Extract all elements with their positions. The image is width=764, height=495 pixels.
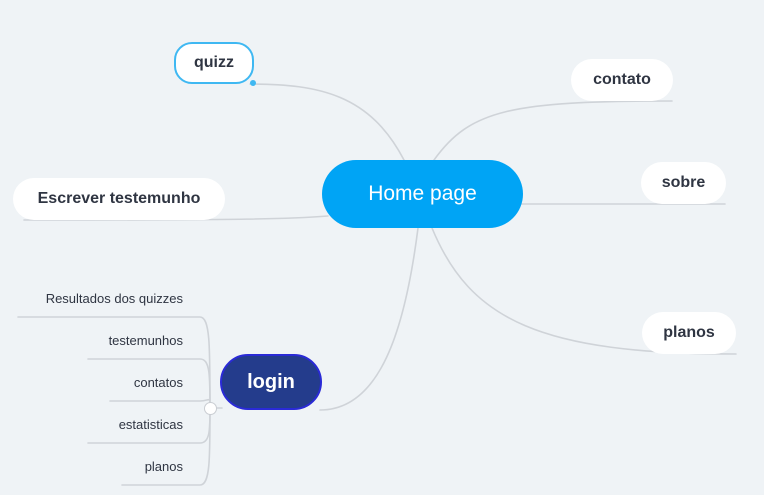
leaf-node-testemunhos[interactable]: testemunhos bbox=[108, 333, 183, 348]
branch-node-label: login bbox=[247, 370, 295, 393]
root-node-home-page[interactable]: Home page bbox=[322, 160, 523, 228]
branch-node-label: sobre bbox=[661, 174, 706, 191]
root-node-label: Home page bbox=[368, 182, 477, 205]
branch-node-label: contato bbox=[593, 71, 651, 88]
branch-node-login[interactable]: login bbox=[220, 354, 322, 410]
connector-quizz bbox=[249, 83, 405, 161]
leaf-node-planos[interactable]: planos bbox=[144, 459, 183, 474]
connector-leaf-0 bbox=[17, 316, 211, 409]
resize-handle[interactable] bbox=[250, 80, 256, 86]
branch-node-quizz[interactable]: quizz bbox=[174, 42, 256, 86]
leaf-node-estatisticas[interactable]: estatisticas bbox=[118, 417, 183, 432]
branch-node-label: quizz bbox=[194, 54, 234, 71]
collapse-toggle-button[interactable] bbox=[204, 402, 217, 415]
branch-node-planos[interactable]: planos bbox=[642, 312, 736, 354]
leaf-node-contatos[interactable]: contatos bbox=[133, 375, 183, 390]
connector-leaf-2 bbox=[109, 398, 211, 409]
connector-leaf-1 bbox=[87, 358, 211, 409]
branch-node-label: planos bbox=[663, 324, 715, 341]
branch-node-sobre[interactable]: sobre bbox=[641, 162, 726, 204]
connector-login bbox=[319, 227, 419, 411]
branch-node-escrever-testemunho[interactable]: Escrever testemunho bbox=[13, 178, 225, 220]
connector-contato bbox=[433, 100, 673, 161]
branch-node-label: Escrever testemunho bbox=[37, 190, 201, 207]
branch-node-contato[interactable]: contato bbox=[571, 59, 673, 101]
leaf-node-resultados-dos-quizzes[interactable]: Resultados dos quizzes bbox=[45, 291, 183, 306]
connector-leaf-4 bbox=[121, 407, 211, 486]
